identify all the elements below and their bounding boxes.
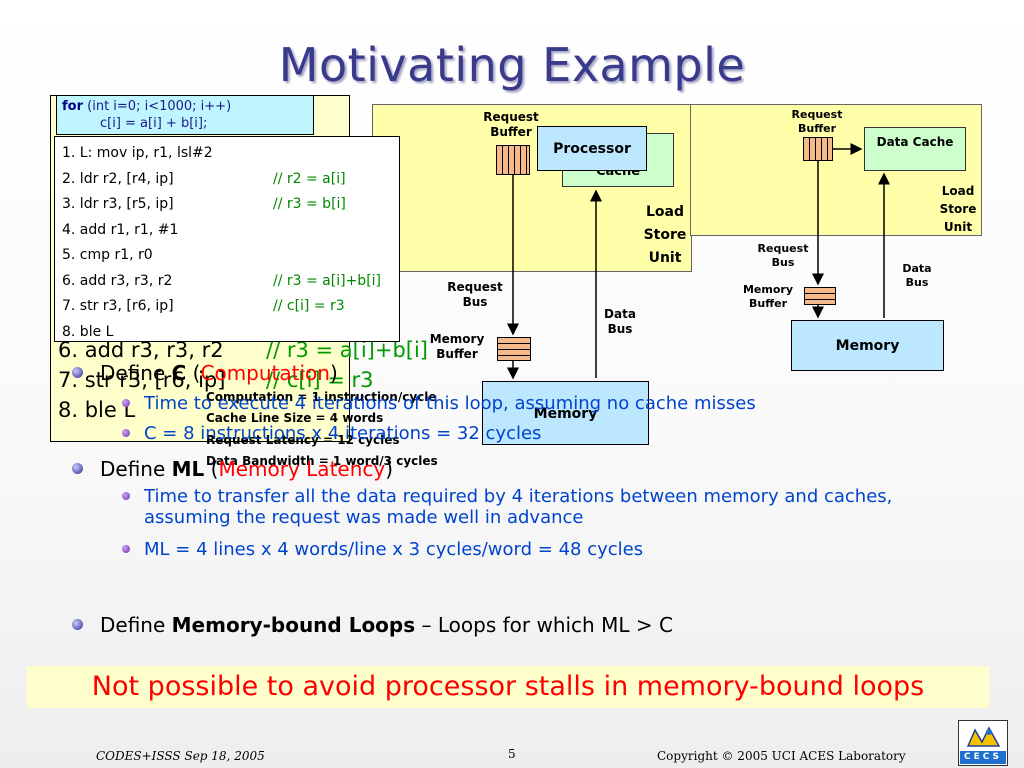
memory-box-2: Memory (791, 320, 944, 371)
bullet-ml-value: ML = 4 lines x 4 words/line x 3 cycles/w… (122, 539, 944, 560)
loop-body: c[i] = a[i] + b[i]; (100, 116, 208, 131)
bullet-dot (122, 399, 130, 407)
bullet-dot (122, 429, 130, 437)
bullet-dot (122, 492, 130, 500)
memory-buffer-label-2: Memory Buffer (742, 283, 794, 310)
assembly-listing: 1. L: mov ip, r1, lsl#2 2. ldr r2, [r4, … (54, 136, 400, 342)
data-cache-box: Data Cache (864, 127, 966, 171)
bullet-c-definition: Time to execute 4 iterations of this loo… (122, 393, 904, 414)
footer-page-number: 5 (508, 747, 516, 761)
memory-label-2: Memory (835, 338, 900, 354)
memory-buffer-1 (497, 337, 531, 361)
memory-label-1: Memory (533, 406, 598, 422)
asm-line: 7. str r3, [r6, ip]// c[i] = r3 (62, 298, 345, 314)
request-buffer-1 (496, 145, 530, 175)
bullet-dot (72, 367, 83, 378)
bullet-dot (72, 619, 83, 630)
asm-line: 2. ldr r2, [r4, ip]// r2 = a[i] (62, 170, 346, 187)
logo-figure-icon (966, 726, 1001, 747)
overlay-note-cache-line: Cache Line Size = 4 words (206, 411, 384, 425)
ghost-code-lines: 6. add r3, r3, r2// r3 = a[i]+b[i] 7. st… (58, 335, 429, 425)
request-bus-label-2: Request Bus (757, 242, 809, 269)
overlay-note-bandwidth: Data Bandwidth = 1 word/3 cycles (206, 454, 438, 468)
for-header: (int i=0; i<1000; i++) (87, 99, 232, 114)
asm-line: 4. add r1, r1, #1 (62, 221, 179, 238)
bullet-memory-bound-loops: Define Memory-bound Loops – Loops for wh… (72, 613, 673, 637)
bullet-define-c: Define C (Computation) (72, 361, 338, 385)
overlay-note-request-latency: Request Latency = 12 cycles (206, 433, 400, 447)
overlay-note-computation: Computation = 1 instruction/cycle (206, 390, 437, 404)
bullet-ml-definition: Time to transfer all the data required b… (122, 486, 956, 528)
load-store-unit-label-1: Load Store Unit (643, 204, 687, 266)
request-buffer-2 (803, 137, 833, 161)
ghost-line-6: 6. add r3, r3, r2// r3 = a[i]+b[i] (58, 338, 429, 362)
slide-title: Motivating Example (278, 38, 746, 92)
bullet-define-ml: Define ML (Memory Latency) (72, 457, 393, 481)
footer-conference: CODES+ISSS Sep 18, 2005 (96, 749, 265, 763)
request-bus-label-1: Request Bus (447, 280, 503, 309)
memory-box-1: Memory (482, 381, 649, 445)
data-bus-label-1: Data Bus (604, 307, 636, 336)
asm-line: 3. ldr r3, [r5, ip]// r3 = b[i] (62, 196, 346, 212)
ghost-line-7: 7. str r3, [r6, ip]// c[i] = r3 (58, 368, 374, 392)
bullet-dot (72, 463, 83, 474)
asm-line: 8. ble L (62, 323, 114, 340)
memory-buffer-label-1: Memory Buffer (429, 332, 485, 361)
cecs-logo: CECS (958, 720, 1008, 766)
asm-line: 5. cmp r1, r0 (62, 247, 153, 263)
request-buffer-label-1: Request Buffer (483, 110, 539, 139)
processor-box: Processor (537, 126, 647, 171)
for-keyword: for (62, 99, 83, 114)
conclusion-banner: Not possible to avoid processor stalls i… (27, 666, 989, 708)
bullet-c-value: C = 8 instructions x 4 iterations = 32 c… (122, 423, 904, 444)
asm-line: 6. add r3, r3, r2// r3 = a[i]+b[i] (62, 272, 382, 289)
data-cache-label: Data Cache (876, 135, 954, 149)
processor-label: Processor (553, 141, 631, 157)
bullet-dot (122, 545, 130, 553)
load-store-unit-label-2: Load Store Unit (939, 184, 977, 234)
data-bus-label-2: Data Bus (902, 262, 932, 289)
request-buffer-label-2: Request Buffer (791, 108, 843, 135)
asm-line: 1. L: mov ip, r1, lsl#2 (62, 145, 213, 161)
footer-copyright: Copyright © 2005 UCI ACES Laboratory (657, 749, 906, 763)
memory-buffer-2 (804, 287, 836, 305)
loop-code-box: for (int i=0; i<1000; i++) c[i] = a[i] +… (56, 95, 314, 135)
logo-text: CECS (960, 751, 1006, 764)
